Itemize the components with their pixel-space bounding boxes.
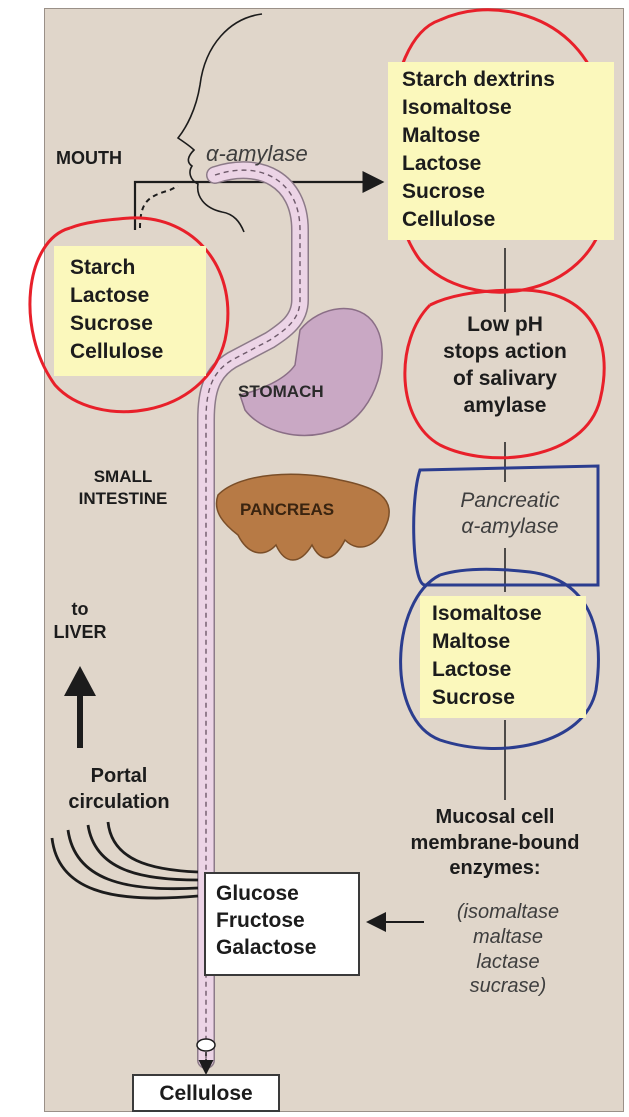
portal-vessels [52, 822, 198, 898]
mouth-label: MOUTH [56, 147, 122, 170]
absorbed-monosaccharides-box: Glucose Fructose Galactose [204, 872, 360, 976]
stomach-shape [240, 309, 382, 436]
small-intestine-label: SMALL INTESTINE [58, 466, 188, 510]
pancreas-products-box: Isomaltose Maltose Lactose Sucrose [420, 596, 586, 718]
pancreatic-amylase-label: Pancreatic α-amylase [425, 488, 595, 540]
to-liver-label: to LIVER [50, 598, 110, 644]
head-silhouette [178, 14, 262, 232]
ileocecal-valve [197, 1039, 215, 1051]
mucosal-enzymes-label: Mucosal cell membrane-bound enzymes: [370, 805, 620, 882]
portal-circulation-label: Portal circulation [44, 764, 194, 815]
excreted-cellulose-box: Cellulose [132, 1074, 280, 1112]
ingested-sugars-box: Starch Lactose Sucrose Cellulose [54, 246, 206, 376]
pancreas-label: PANCREAS [240, 500, 334, 520]
mouth-products-box: Starch dextrins Isomaltose Maltose Lacto… [388, 62, 614, 240]
enzyme-list-label: (isomaltase maltase lactase sucrase) [428, 900, 588, 999]
low-ph-label: Low pH stops action of salivary amylase [420, 312, 590, 420]
alpha-amylase-label: α-amylase [206, 140, 308, 167]
stomach-label: STOMACH [238, 382, 324, 402]
